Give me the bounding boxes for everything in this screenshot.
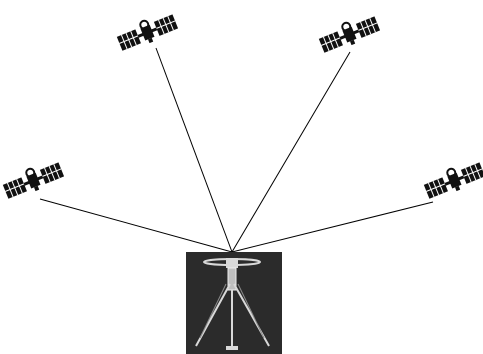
signal-line-top-left: [156, 48, 232, 252]
satellite-icon: [1, 158, 65, 202]
signal-line-left: [40, 199, 232, 252]
antenna-mount: [226, 258, 238, 268]
satellite-icon: [422, 158, 483, 202]
signal-line-top-right: [232, 52, 350, 252]
receiver-tripod: [186, 252, 282, 354]
satellite-icon: [317, 12, 381, 56]
signal-line-right: [232, 202, 433, 252]
signal-lines: [40, 48, 433, 252]
satellite-icon: [115, 10, 179, 54]
